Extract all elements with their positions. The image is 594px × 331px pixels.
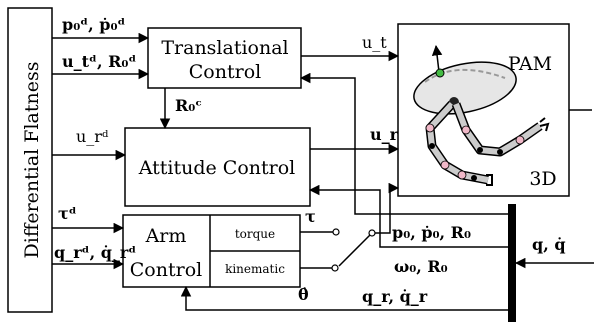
q-qdot-signal: q, q̇: [532, 235, 566, 254]
utd-R0d-signal: u_tᵈ, R₀ᵈ: [62, 52, 136, 71]
differential-flatness-label: Differential Flatness: [21, 62, 43, 259]
thetadot-signal: θ̇: [298, 285, 309, 304]
pam-label: PAM: [508, 53, 552, 75]
translational-label-1: Translational: [161, 37, 288, 59]
state-bus-bar: [508, 204, 516, 322]
torque-label: torque: [235, 227, 275, 241]
tau-signal: τ: [305, 207, 316, 226]
ut-signal: u_t: [362, 33, 387, 52]
p0-state-signal: p₀, ṗ₀, R₀: [392, 223, 471, 242]
urd-signal: u_rᵈ: [76, 127, 109, 146]
attitude-control-block: Attitude Control: [124, 127, 311, 207]
three-d-label: 3D: [529, 168, 556, 190]
qrd-signal: q_rᵈ, q̇_rᵈ: [54, 243, 136, 262]
taud-signal: τᵈ: [58, 204, 77, 223]
kinematic-label: kinematic: [225, 262, 285, 276]
p0d-signal: p₀ᵈ, ṗ₀ᵈ: [62, 15, 126, 34]
pam-block: PAM 3D: [397, 23, 570, 197]
differential-flatness-block: Differential Flatness: [7, 7, 53, 313]
translational-control-block: Translational Control: [147, 27, 302, 89]
arm-label-1: Arm: [145, 225, 187, 247]
translational-label-2: Control: [189, 61, 261, 83]
ur-signal: u_r: [370, 125, 399, 144]
attitude-label: Attitude Control: [138, 157, 296, 179]
arm-label-2: Control: [130, 259, 202, 281]
qr-qrdot-signal: q_r, q̇_r: [362, 287, 428, 306]
R0c-signal: R₀ᶜ: [175, 96, 202, 115]
aerial-manipulator-illustration: [413, 44, 550, 186]
omega-R0-signal: ω₀, R₀: [394, 257, 448, 276]
arm-control-block: Arm Control torque kinematic: [122, 214, 301, 288]
